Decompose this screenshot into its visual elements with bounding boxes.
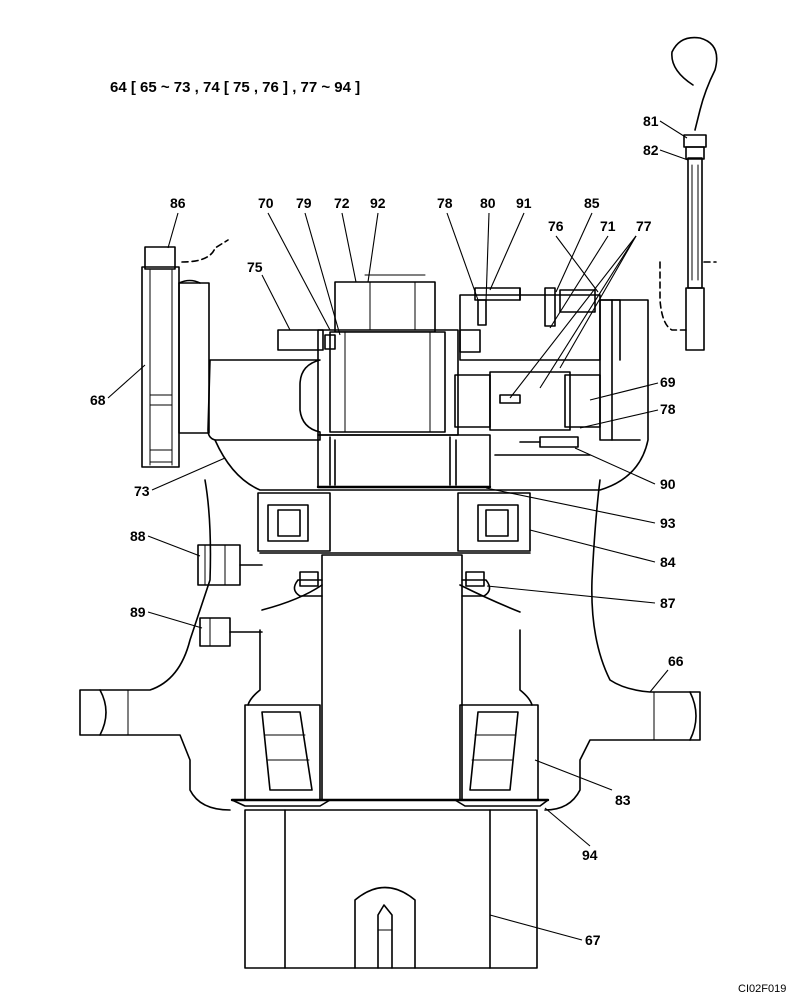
label-81: 81 xyxy=(643,113,659,129)
assembly-title: 64 [ 65 ~ 73 , 74 [ 75 , 76 ] , 77 ~ 94 … xyxy=(110,79,360,96)
label-77: 77 xyxy=(636,218,652,234)
dipstick-assembly xyxy=(659,36,718,351)
pinion-housing xyxy=(244,809,538,969)
label-73: 73 xyxy=(134,483,150,499)
label-71: 71 xyxy=(600,218,616,234)
label-80: 80 xyxy=(480,195,496,211)
label-69: 69 xyxy=(660,374,676,390)
label-92: 92 xyxy=(370,195,386,211)
side-flange-plate xyxy=(141,239,229,468)
label-70: 70 xyxy=(258,195,274,211)
label-85: 85 xyxy=(584,195,600,211)
label-68: 68 xyxy=(90,392,106,408)
label-90: 90 xyxy=(660,476,676,492)
upper-bearing xyxy=(257,492,531,554)
label-87: 87 xyxy=(660,595,676,611)
drain-plug-88 xyxy=(197,544,263,586)
label-86: 86 xyxy=(170,195,186,211)
label-83: 83 xyxy=(615,792,631,808)
label-82: 82 xyxy=(643,142,659,158)
label-94: 94 xyxy=(582,847,598,863)
label-93: 93 xyxy=(660,515,676,531)
label-89: 89 xyxy=(130,604,146,620)
label-66: 66 xyxy=(668,653,684,669)
label-79: 79 xyxy=(296,195,312,211)
label-78-right: 78 xyxy=(660,401,676,417)
leader-lines xyxy=(107,120,689,941)
label-84: 84 xyxy=(660,554,676,570)
label-72: 72 xyxy=(334,195,350,211)
label-78-top: 78 xyxy=(437,195,453,211)
label-75: 75 xyxy=(247,259,263,275)
figure-reference: CI02F019 xyxy=(738,983,786,995)
lower-roller-bearing xyxy=(230,704,550,807)
part-labels: 86 70 79 72 92 78 80 91 85 76 71 77 81 8… xyxy=(90,113,684,948)
plug-89 xyxy=(199,617,263,647)
label-67: 67 xyxy=(585,932,601,948)
label-76: 76 xyxy=(548,218,564,234)
cylinder-block xyxy=(277,274,492,489)
label-91: 91 xyxy=(516,195,532,211)
valve-plate-assembly xyxy=(454,287,621,456)
label-88: 88 xyxy=(130,528,146,544)
motor-housing xyxy=(79,287,701,811)
